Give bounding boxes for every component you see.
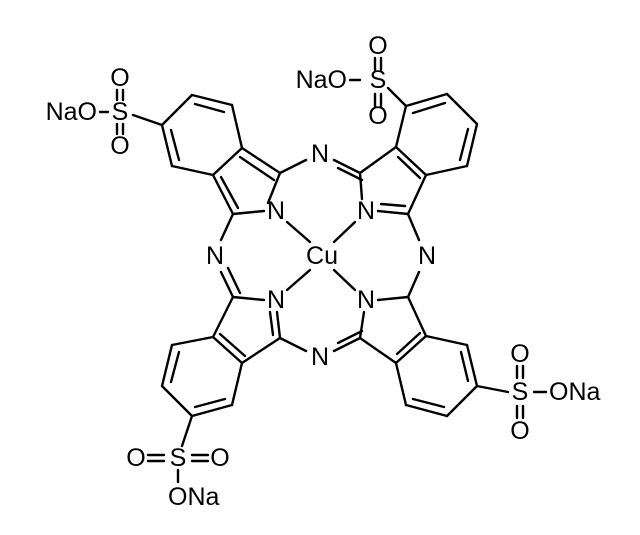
isoindole-unit-top-left [98,88,308,242]
meso-nitrogen-bottom: N [311,343,329,371]
isoindole-unit-top-right [332,56,479,242]
meso-nitrogen-right: N [418,242,436,270]
sulfur-bottom-right: S [512,378,529,406]
isoindole-unit-bottom-right [332,270,548,420]
sodium-oxide-top-left: NaO [46,98,97,126]
inner-nitrogen-top-left: N [267,197,285,225]
sulfur-bottom-left: S [170,444,187,472]
sulfur-top-right: S [370,66,387,94]
sulfur-top-left: S [112,98,129,126]
inner-nitrogen-top-right: N [357,197,375,225]
atom-labels: Cu N N N N N N N N S O O NaO S O O NaO S… [46,32,601,511]
inner-nitrogen-bottom-left: N [267,286,285,314]
sodium-oxide-top-right: NaO [296,66,347,94]
isoindole-unit-bottom-left [146,266,308,484]
meso-nitrogen-top: N [311,140,329,168]
oxygen-top-left-lower: O [110,132,129,160]
oxygen-top-right-lower: O [368,102,387,130]
oxygen-bottom-left-left: O [126,444,145,472]
coordination-bonds [285,220,357,292]
oxygen-bottom-right-upper: O [510,340,529,368]
oxide-sodium-bottom-left: ONa [168,483,220,511]
oxide-sodium-bottom-right: ONa [549,378,601,406]
copper-atom-label: Cu [306,242,338,270]
meso-nitrogen-left: N [206,242,224,270]
inner-nitrogen-bottom-right: N [357,286,375,314]
oxygen-bottom-right-lower: O [510,417,529,445]
oxygen-top-right-upper: O [368,32,387,60]
oxygen-top-left-upper: O [110,64,129,92]
oxygen-bottom-left-right: O [210,444,229,472]
